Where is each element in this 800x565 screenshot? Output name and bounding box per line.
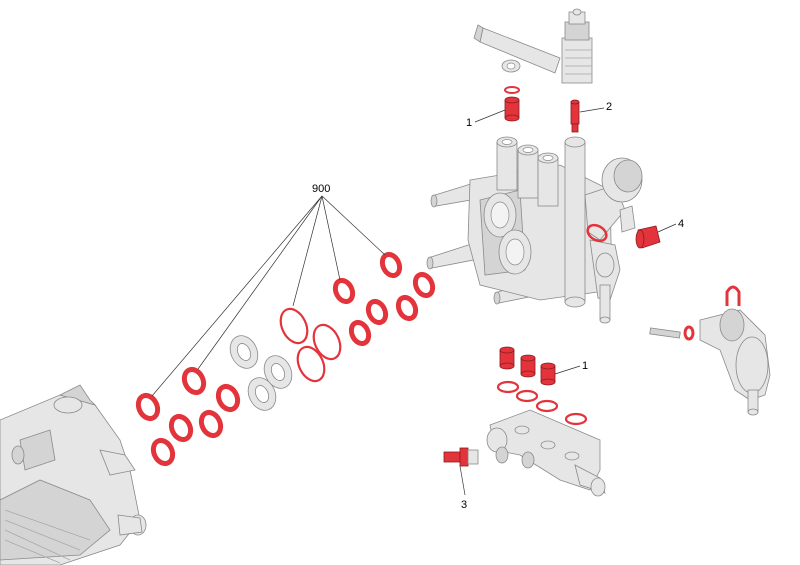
callout-900: 900: [312, 183, 330, 195]
o-ring: [515, 389, 539, 403]
part-4-valve: [635, 225, 661, 249]
callout-1-bottom: 1: [582, 360, 588, 372]
callout-3: 3: [461, 499, 467, 511]
seal-ring: [395, 294, 419, 322]
pressure-switch-assembly: [473, 8, 593, 84]
valve: [540, 362, 556, 386]
guide-bushing: [229, 335, 259, 369]
seal-kit-900: [135, 195, 436, 467]
seal-ring: [412, 271, 436, 299]
pump-housing: [0, 384, 147, 565]
part-1-valve-top: [504, 86, 520, 122]
callout-1-top: 1: [466, 117, 472, 129]
outlet-manifold: [486, 409, 606, 497]
part-2-pin: [570, 99, 580, 133]
seal-ring: [332, 277, 356, 305]
seal-ring: [379, 251, 403, 279]
o-ring: [296, 345, 326, 383]
o-ring: [564, 412, 588, 426]
guide-bushing: [263, 355, 293, 389]
o-ring: [535, 399, 559, 413]
outlet-elbow-assembly: [649, 285, 771, 416]
seal-ring: [348, 319, 372, 347]
callout-2: 2: [606, 101, 612, 113]
part-3-plug: [443, 447, 479, 467]
seal-ring: [215, 383, 241, 413]
part-1-valve-set-bottom: [496, 346, 588, 426]
o-ring: [496, 380, 520, 394]
seal-ring: [365, 298, 389, 326]
guide-bushing: [247, 377, 277, 411]
cylinder-head: [426, 136, 643, 324]
seal-ring: [181, 366, 207, 396]
valve: [499, 346, 515, 370]
seal-ring: [198, 409, 224, 439]
o-ring: [312, 323, 342, 361]
seal-ring: [135, 392, 161, 422]
o-ring: [279, 307, 309, 345]
seal-ring: [168, 413, 194, 443]
valve: [520, 354, 536, 378]
seal-ring: [150, 437, 176, 467]
callout-4: 4: [678, 218, 684, 230]
